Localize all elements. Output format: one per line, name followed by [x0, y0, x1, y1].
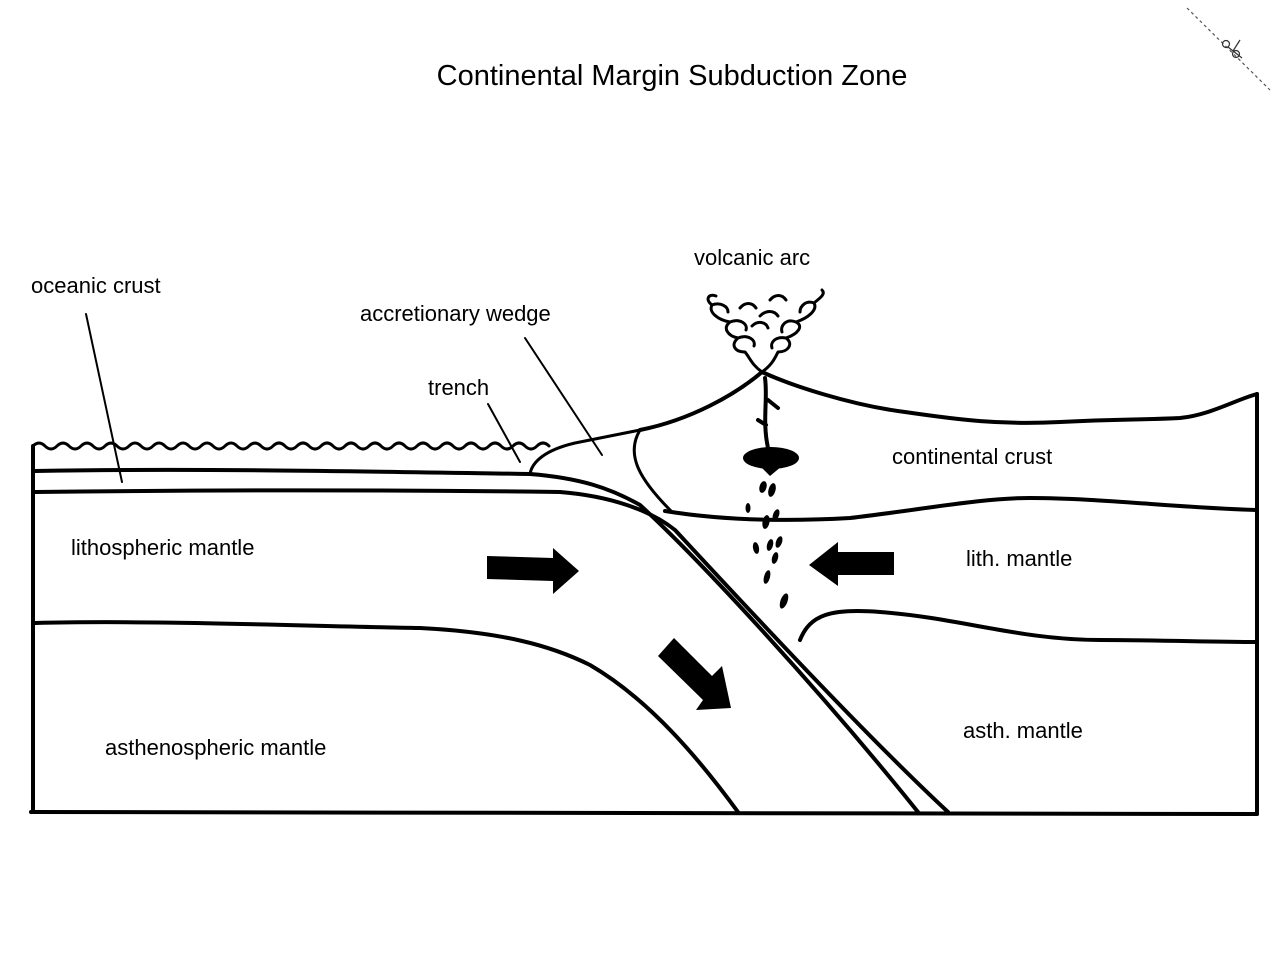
oceanic-crust-top	[33, 467, 920, 814]
magma-chamber	[743, 447, 799, 469]
wedge-backstop	[632, 428, 674, 514]
label-lith-mantle: lith. mantle	[966, 546, 1072, 571]
accretionary-wedge-shape	[528, 428, 642, 476]
diagram-title: Continental Margin Subduction Zone	[437, 60, 908, 92]
label-asthenospheric-mantle: asthenospheric mantle	[105, 735, 326, 760]
eruption-cloud	[706, 288, 825, 374]
leader-trench	[487, 403, 521, 463]
volcanic-conduit	[756, 376, 780, 450]
arrow-left-continental	[809, 542, 894, 586]
continental-lithosphere-base	[798, 608, 1259, 644]
arrow-down-subducting	[658, 638, 731, 710]
label-continental-crust: continental crust	[892, 444, 1052, 469]
ocean-surface	[31, 441, 551, 451]
oceanic-lithosphere-base	[33, 620, 740, 814]
label-trench: trench	[428, 375, 489, 400]
arrow-right-oceanic	[487, 548, 579, 594]
scissors-icon	[1186, 7, 1271, 91]
rising-magma-blobs	[745, 481, 789, 609]
label-oceanic-crust: oceanic crust	[31, 273, 161, 298]
continental-surface	[638, 370, 1259, 432]
label-asth-mantle: asth. mantle	[963, 718, 1083, 743]
leader-accretionary-wedge	[524, 337, 603, 456]
label-volcanic-arc: volcanic arc	[694, 245, 810, 270]
label-accretionary-wedge: accretionary wedge	[360, 301, 551, 326]
arrow-icon	[487, 542, 894, 710]
oceanic-crust-base	[33, 488, 950, 814]
cross-section-frame	[29, 392, 1259, 816]
leader-oceanic-crust	[85, 313, 123, 483]
label-lithospheric-mantle: lithospheric mantle	[71, 535, 254, 560]
continental-moho	[663, 496, 1259, 522]
